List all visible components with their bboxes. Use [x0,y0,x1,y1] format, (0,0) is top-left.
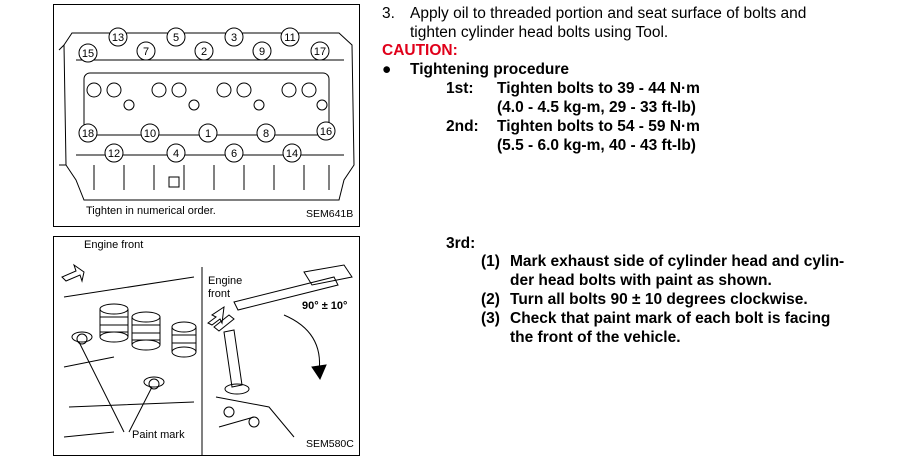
item1-number: (1) [481,253,500,270]
bolt-bottom-label: 4 [173,148,179,160]
item2-line1: Turn all bolts 90 ± 10 degrees clockwise… [510,291,808,308]
bolt-bottom-circle [166,143,186,163]
bolt-top-circle [108,27,128,47]
bolt-top-circle [194,41,214,61]
bolt-bottom-label: 14 [286,148,298,160]
bolt-bottom-label: 12 [108,148,120,160]
bolt-top-label: 9 [259,46,265,58]
item3-line1: Check that paint mark of each bolt is fa… [510,310,831,327]
bullet: ● [382,61,392,78]
engine-front-label-left: Engine front [84,239,144,251]
engine-front-label-right: Engine front [208,275,243,300]
bolt-top-label: 15 [82,48,94,60]
bolt-top-label: 11 [284,32,295,44]
bolt-top-circle [252,41,272,61]
bolt-bottom-circle [282,143,302,163]
bolt-top-circle [136,41,156,61]
bolt-top-label: 13 [112,32,124,44]
figure-code: SEM641B [306,208,354,220]
first-label: 1st: [446,80,474,97]
bolt-top-circle [280,27,300,47]
bolt-bottom-circle [316,121,336,141]
bolt-top-label: 3 [231,32,237,44]
figure-code: SEM580C [306,438,354,450]
bolt-bottom-label: 16 [320,126,332,138]
caution-heading: CAUTION: [382,42,458,59]
step-text-line2: tighten cylinder head bolts using Tool. [410,24,669,41]
bolt-bottom-label: 8 [263,128,269,140]
bolt-top-circle [78,43,98,63]
bolt-top-label: 5 [173,32,179,44]
bolt-bottom-circle [104,143,124,163]
bolt-bottom-circle [78,123,98,143]
first-line2: (4.0 - 4.5 kg-m, 29 - 33 ft-lb) [497,99,696,116]
bolt-bottom-circle [256,123,276,143]
bolt-bottom-label: 6 [231,148,237,160]
item3-number: (3) [481,310,500,327]
bolt-bottom-circle [224,143,244,163]
bolt-top-label: 2 [201,46,207,58]
third-label: 3rd: [446,235,476,252]
item2-number: (2) [481,291,500,308]
figure-caption: Tighten in numerical order. [86,205,216,217]
bolt-bottom-label: 1 [205,128,211,140]
angle-label: 90° ± 10° [302,300,348,312]
step-text-line1: Apply oil to threaded portion and seat s… [410,5,807,22]
step-number: 3. [382,5,395,22]
procedure-title: Tightening procedure [410,61,570,78]
figure-paint-mark: Engine front Engine front 90° ± 10° Pain… [53,236,360,456]
second-label: 2nd: [446,118,479,135]
item1-line2: der head bolts with paint as shown. [510,272,772,289]
paint-mark-diagram [61,263,353,455]
bolt-top-label: 7 [143,46,149,58]
bolt-top-circle [310,41,330,61]
item1-line1: Mark exhaust side of cylinder head and c… [510,253,845,270]
second-line2: (5.5 - 6.0 kg-m, 40 - 43 ft-lb) [497,137,696,154]
bolt-bottom-label: 10 [144,128,156,140]
first-line1: Tighten bolts to 39 - 44 N·m [497,80,700,97]
bolt-top-circle [224,27,244,47]
bolt-bottom-label: 18 [82,128,94,140]
second-line1: Tighten bolts to 54 - 59 N·m [497,118,700,135]
paint-mark-label: Paint mark [132,429,185,441]
item3-line2: the front of the vehicle. [510,329,681,346]
bolt-top-label: 17 [314,46,326,58]
bolt-bottom-circle [140,123,160,143]
bolt-bottom-circle [198,123,218,143]
bolt-top-circle [166,27,186,47]
